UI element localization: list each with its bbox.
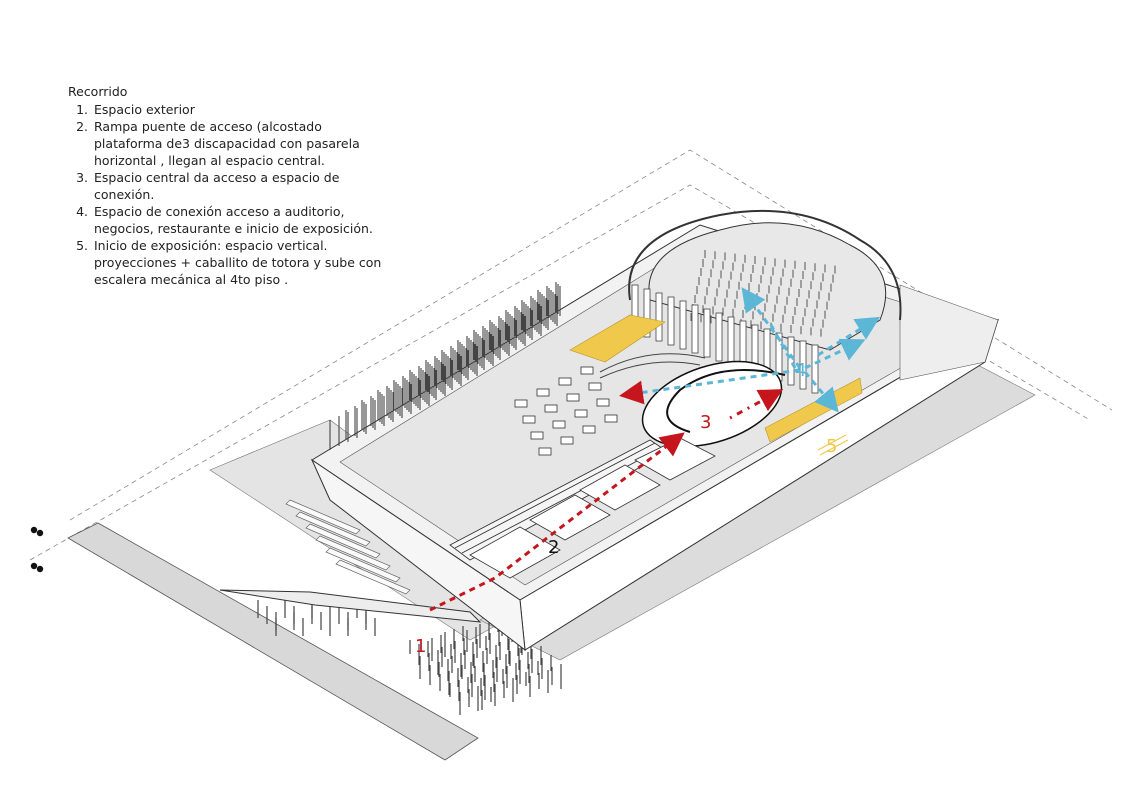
auditorium	[628, 209, 902, 351]
screen-panel	[643, 288, 651, 338]
legend-title: Recorrido	[68, 84, 128, 99]
marker-4: 4	[795, 360, 806, 381]
legend-list: Espacio exterior Rampa puente de acceso …	[68, 101, 392, 288]
step-row	[295, 511, 371, 547]
table	[536, 388, 550, 397]
connection-routes	[619, 287, 881, 413]
screen-panels	[631, 284, 819, 394]
marker-5: 5	[826, 436, 837, 457]
screen-panel	[799, 340, 807, 390]
table	[582, 425, 596, 434]
legend-item-5: Inicio de exposición: espacio vertical. …	[92, 237, 392, 288]
exterior-steps	[285, 499, 411, 595]
step-row	[315, 535, 391, 571]
central-void	[599, 353, 783, 448]
screen-panel	[727, 316, 735, 366]
screen-panel	[655, 292, 663, 342]
vertical-space-indicator	[817, 434, 849, 456]
table	[514, 399, 528, 408]
screen-panel	[667, 296, 675, 346]
legend-item-2: Rampa puente de acceso (alcostado plataf…	[92, 118, 392, 169]
table	[530, 431, 544, 440]
table	[552, 420, 566, 429]
route-legend: Recorrido Espacio exterior Rampa puente …	[68, 83, 392, 288]
site-boundary-lines	[29, 149, 1113, 561]
screen-panel	[679, 300, 687, 350]
legend-item-4: Espacio de conexión acceso a auditorio, …	[92, 203, 392, 237]
entry-canopy	[219, 589, 482, 623]
table	[558, 377, 572, 386]
table	[544, 404, 558, 413]
screen-panel	[703, 308, 711, 358]
step-row	[335, 559, 411, 595]
marker-3: 3	[700, 412, 711, 433]
legend-item-3: Espacio central da acceso a espacio de c…	[92, 169, 392, 203]
marker-2: 2	[548, 537, 559, 558]
marker-1: 1	[415, 636, 426, 657]
step-row	[325, 547, 401, 583]
table	[588, 382, 602, 391]
table	[574, 409, 588, 418]
step-row	[305, 523, 381, 559]
table	[560, 436, 574, 445]
table	[538, 447, 552, 456]
table	[604, 414, 618, 423]
main-route	[429, 389, 784, 612]
screen-panel	[715, 312, 723, 362]
central-loop	[666, 369, 786, 433]
legend-item-1: Espacio exterior	[92, 101, 392, 118]
table	[596, 398, 610, 407]
screen-panel	[787, 336, 795, 386]
screen-panel	[691, 304, 699, 354]
table	[580, 366, 594, 375]
exhibition-panels	[329, 282, 561, 450]
step-row	[285, 499, 361, 535]
table	[566, 393, 580, 402]
table	[522, 415, 536, 424]
level-markers	[30, 526, 44, 573]
screen-panel	[811, 344, 819, 394]
restaurant-tables	[514, 366, 618, 456]
landscape-stakes	[257, 600, 562, 715]
